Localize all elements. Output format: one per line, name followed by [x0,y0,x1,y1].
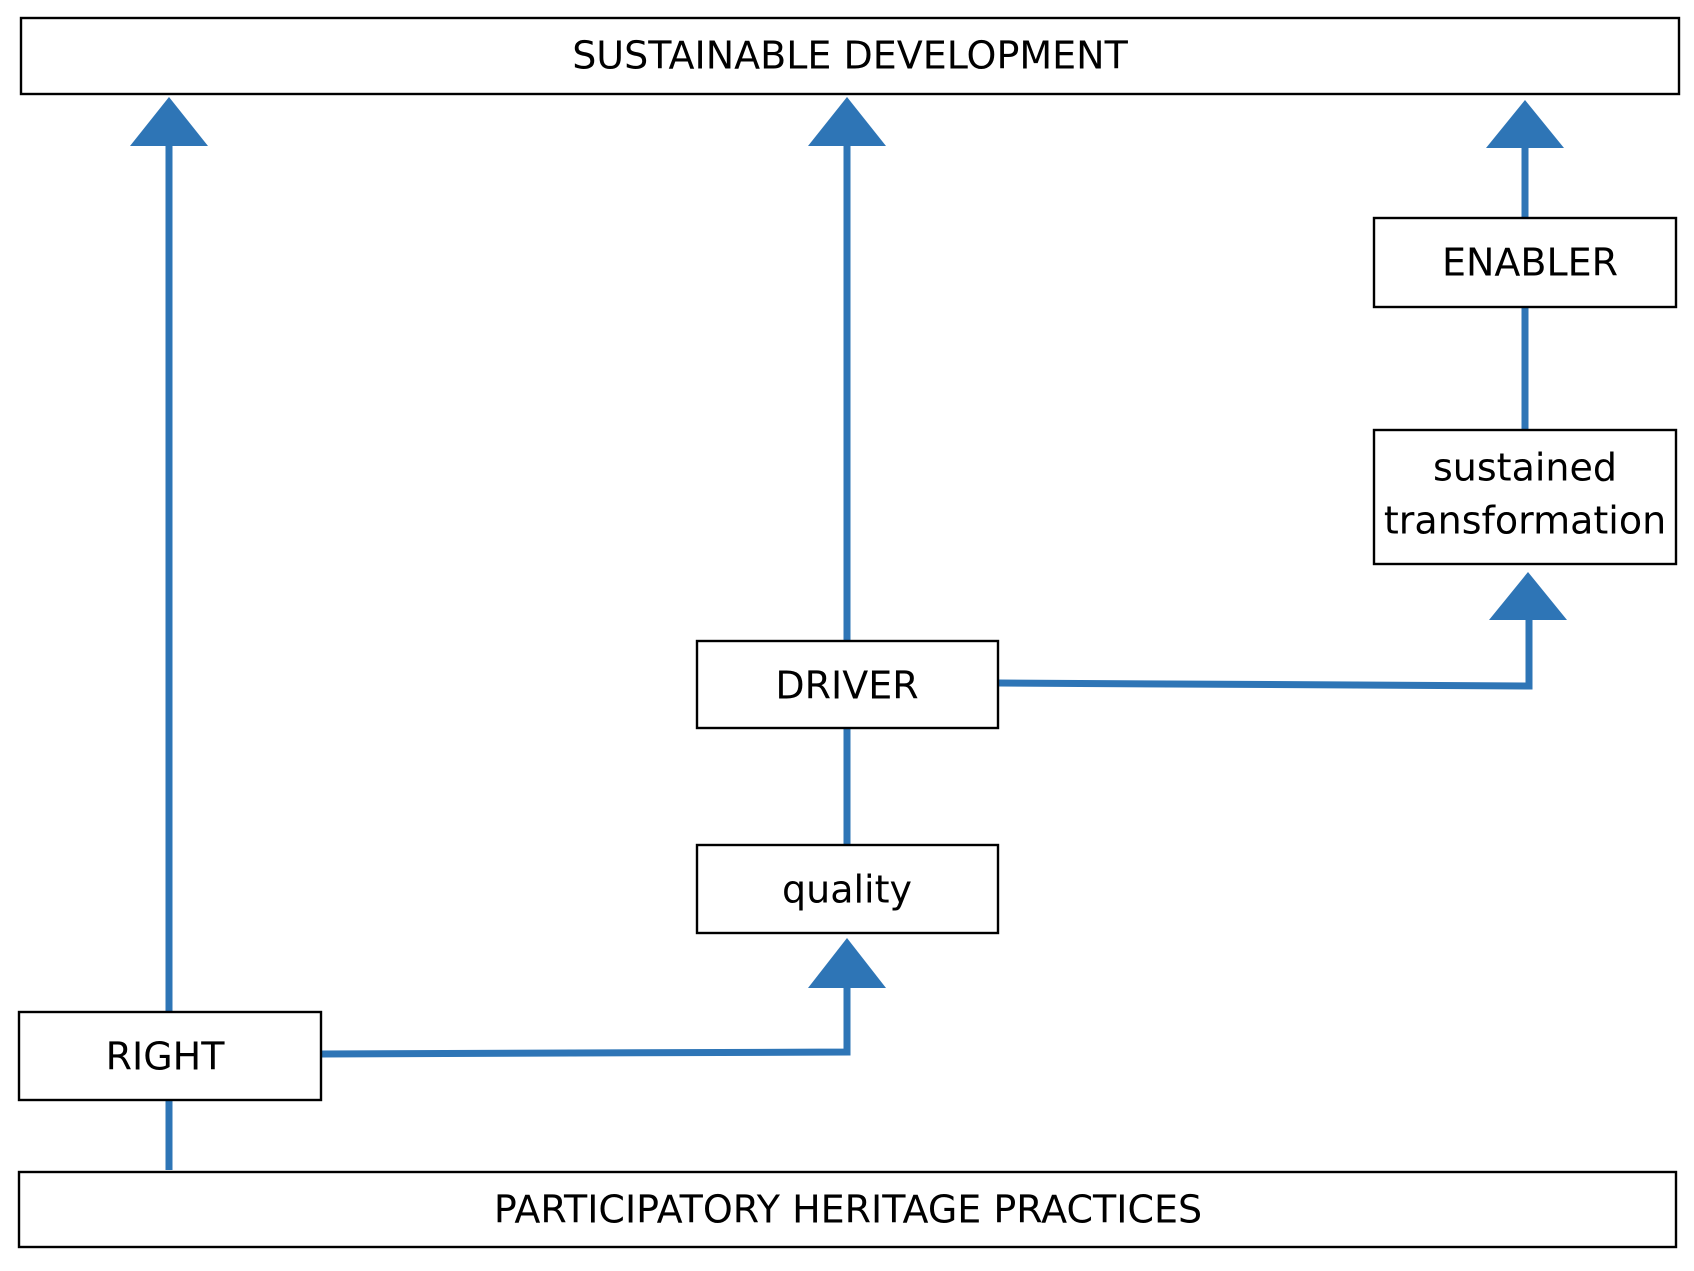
node-box [19,16,1681,96]
node-label: SUSTAINABLE DEVELOPMENT [572,34,1128,78]
arrowhead-right-to-sd [130,97,208,146]
arrowhead-enabler-to-sd [1486,100,1564,148]
node-label: RIGHT [106,1035,226,1079]
node-label: quality [782,868,912,912]
node-enabler: ENABLER [1372,216,1678,309]
node-sustained-transformation: sustained transformation [1372,428,1678,566]
node-label-line1: sustained [1433,446,1617,490]
node-label-line2: transformation [1384,499,1666,543]
connector-right-to-quality [320,980,851,1058]
node-box [1372,216,1678,309]
node-participatory-heritage-practices: PARTICIPATORY HERITAGE PRACTICES [17,1170,1678,1249]
node-quality: quality [695,843,1000,935]
node-driver: DRIVER [695,639,1000,730]
arrowhead-driver-to-sd [808,97,886,146]
arrowhead-driver-to-transformation [1489,572,1567,620]
node-sustainable-development: SUSTAINABLE DEVELOPMENT [19,16,1681,96]
connector-driver-to-transformation [997,615,1533,690]
node-right: RIGHT [17,1010,323,1102]
node-box [695,843,1000,935]
arrowhead-right-to-quality [808,938,886,988]
node-box [17,1010,323,1102]
node-box [17,1170,1678,1249]
node-box [695,639,1000,730]
node-label: ENABLER [1442,241,1618,285]
connectors [130,97,1567,1170]
node-label: DRIVER [775,664,918,708]
node-box [1372,428,1678,566]
node-label: PARTICIPATORY HERITAGE PRACTICES [494,1188,1202,1232]
